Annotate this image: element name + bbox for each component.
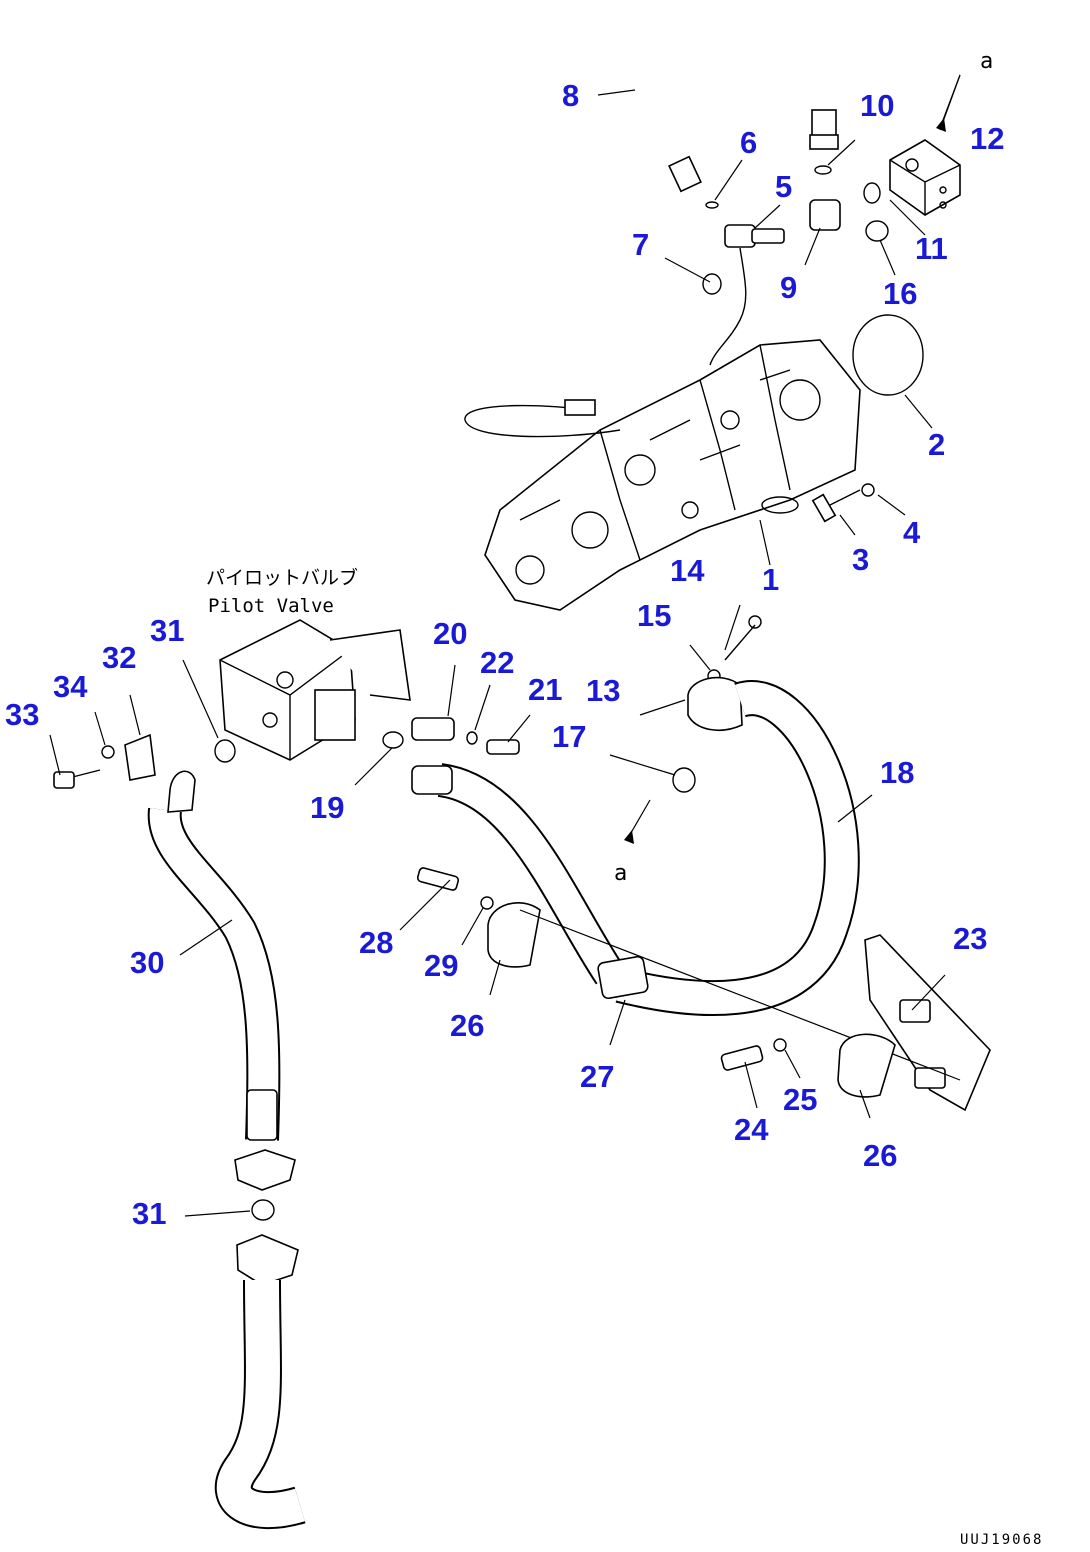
reference-letter-top: a [980, 49, 993, 74]
fittings-20-22 [411, 717, 520, 755]
callout-14: 14 [670, 553, 705, 588]
pilot-valve-label-english: Pilot Valve [208, 595, 334, 617]
callout-7: 7 [632, 227, 649, 262]
callout-20: 20 [433, 616, 467, 651]
callout-18: 18 [880, 755, 914, 790]
callout-16: 16 [883, 276, 917, 311]
callout-4: 4 [903, 515, 921, 550]
clamp-26-lower [720, 1033, 896, 1098]
pilot-valve-label-japanese: パイロットバルブ [206, 566, 358, 589]
callout-34: 34 [53, 669, 88, 704]
callout-11: 11 [915, 231, 948, 266]
clamp-26-upper [416, 867, 541, 968]
callout-24: 24 [734, 1112, 769, 1147]
callout-10: 10 [860, 88, 894, 123]
drawing-code: UUJ19068 [960, 1532, 1043, 1548]
reference-arrowhead-mid [624, 830, 634, 844]
clamp-13 [672, 676, 743, 793]
pilot-valve [214, 619, 411, 763]
callout-25: 25 [783, 1082, 817, 1117]
callout-33: 33 [5, 697, 39, 732]
callout-12: 12 [970, 121, 1004, 156]
callout-2: 2 [928, 427, 945, 462]
hose-18 [615, 680, 860, 1017]
callout-21: 21 [528, 672, 562, 707]
callout-26-upper: 26 [450, 1008, 484, 1043]
pump-assembly-1 [464, 314, 924, 611]
fittings-upper [702, 165, 889, 366]
callout-13: 13 [586, 673, 620, 708]
callout-30: 30 [130, 945, 164, 980]
callout-8: 8 [562, 78, 579, 113]
callout-27: 27 [580, 1059, 614, 1094]
callout-29: 29 [424, 948, 458, 983]
hose-upper-left [411, 763, 649, 1000]
callouts: 1 2 3 4 5 6 7 8 9 10 11 12 13 14 15 16 1… [5, 78, 1004, 1231]
callout-17: 17 [552, 719, 586, 754]
fittings-14-15 [707, 615, 762, 683]
tube-lower [214, 1199, 306, 1530]
callout-3: 3 [852, 542, 869, 577]
callout-23: 23 [953, 921, 987, 956]
reference-letter-mid: a [614, 861, 627, 886]
callout-28: 28 [359, 925, 393, 960]
callout-32: 32 [102, 640, 136, 675]
leader-lines [49, 74, 961, 1217]
callout-5: 5 [775, 169, 792, 204]
callout-22: 22 [480, 645, 514, 680]
block-12 [889, 139, 961, 216]
callout-31-lower: 31 [132, 1196, 166, 1231]
reference-arrowhead-top [936, 118, 946, 132]
hose-30 [53, 733, 296, 1191]
callout-6: 6 [740, 125, 757, 160]
callout-26-lower: 26 [863, 1138, 897, 1173]
callout-31-upper: 31 [150, 613, 184, 648]
callout-9: 9 [780, 270, 797, 305]
callout-15: 15 [637, 598, 671, 633]
hose-8 [639, 7, 839, 193]
callout-1: 1 [762, 562, 779, 597]
callout-19: 19 [310, 790, 344, 825]
